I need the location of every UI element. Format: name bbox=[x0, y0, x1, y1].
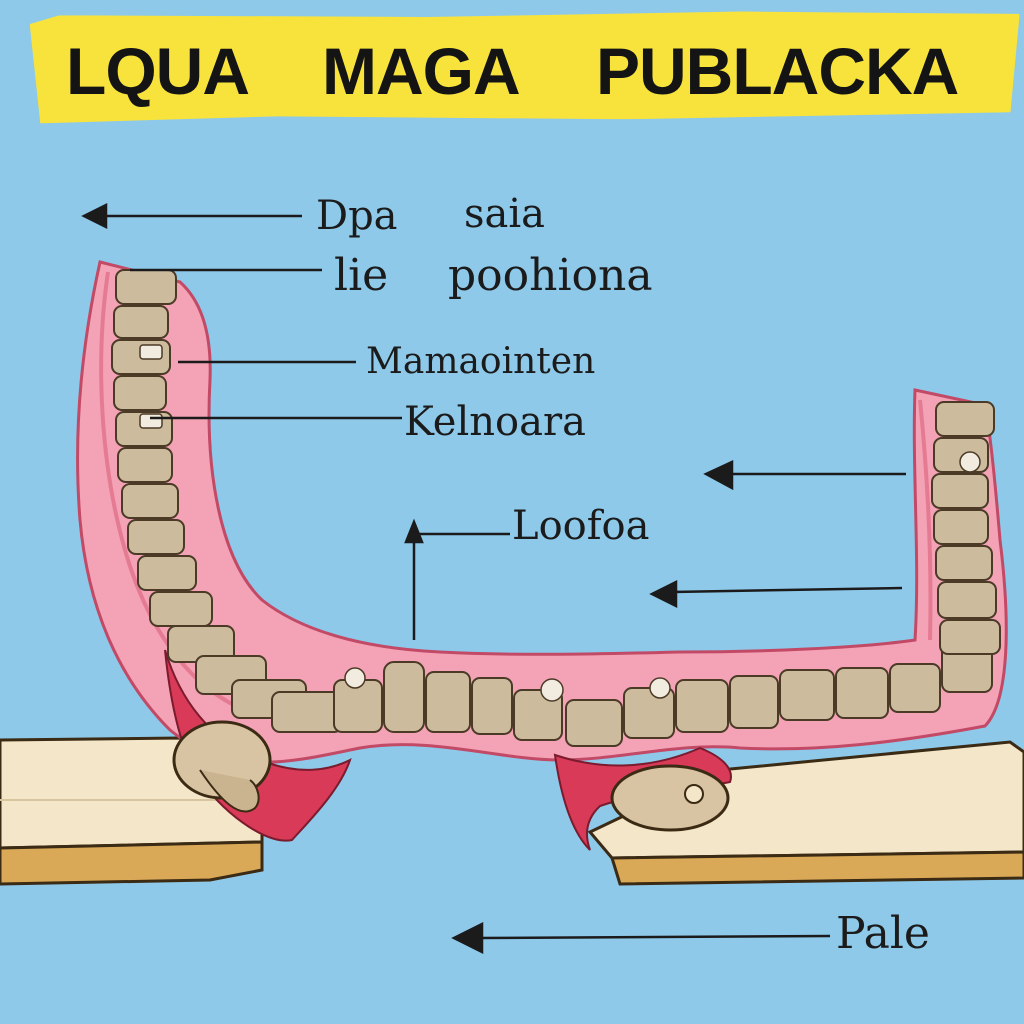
arrow-pale bbox=[451, 921, 484, 955]
title-word-2: MAGA bbox=[322, 34, 521, 108]
label-lie: lie bbox=[334, 250, 389, 301]
label-mamaointen: Mamaointen bbox=[366, 341, 596, 382]
title-word-3: PUBLACKA bbox=[596, 34, 959, 108]
label-kelnoara: Kelnoara bbox=[404, 399, 586, 445]
label-loofoa: Loofoa bbox=[512, 503, 650, 549]
arrow-loofoa bbox=[404, 518, 424, 544]
label-pale: Pale bbox=[836, 908, 930, 959]
arrow-dpa bbox=[81, 202, 108, 230]
left-teeth-column bbox=[111, 269, 343, 733]
label-dpa: Dpa bbox=[316, 193, 398, 239]
arrow-right-upper bbox=[703, 460, 734, 491]
label-poohiona: poohiona bbox=[448, 250, 653, 301]
label-saia: saia bbox=[464, 191, 546, 237]
right-board bbox=[587, 740, 1024, 886]
right-condyle bbox=[610, 764, 730, 832]
arrow-right-lower bbox=[649, 579, 678, 609]
leader-lines bbox=[81, 202, 906, 955]
title-word-1: LQUA bbox=[66, 34, 250, 108]
bottom-teeth-row bbox=[333, 639, 993, 747]
